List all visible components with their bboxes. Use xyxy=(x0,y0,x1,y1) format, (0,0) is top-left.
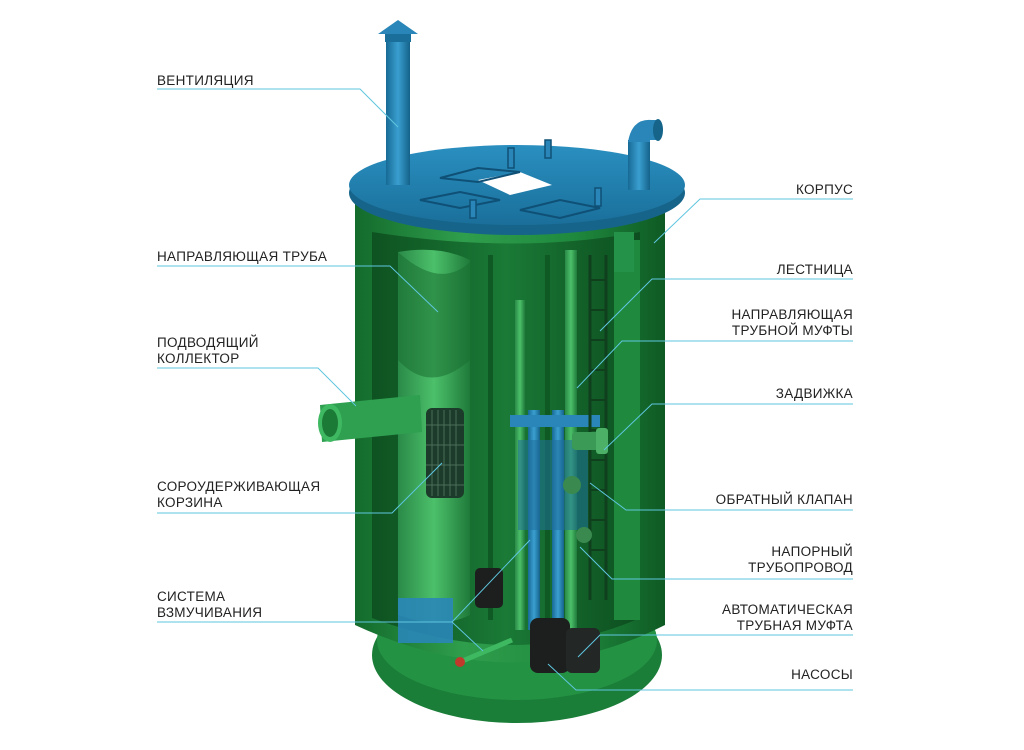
ladder xyxy=(588,255,608,600)
leader-pumps xyxy=(547,663,853,691)
label-housing: КОРПУС xyxy=(796,182,853,198)
label-check-valve-text: ОБРАТНЫЙ КЛАПАН xyxy=(715,492,853,507)
label-coupling-guide: НАПРАВЛЯЮЩАЯ ТРУБНОЙ МУФТЫ xyxy=(731,307,853,339)
label-check-valve: ОБРАТНЫЙ КЛАПАН xyxy=(716,492,853,508)
leader-agitation-2 xyxy=(451,539,531,623)
label-gate-valve-text: ЗАДВИЖКА xyxy=(775,386,853,401)
outlet-elbow xyxy=(628,119,660,142)
leader-pressure-pipe xyxy=(579,546,853,580)
label-guide-pipe: НАПРАВЛЯЮЩАЯ ТРУБА xyxy=(157,249,327,265)
leader-lines xyxy=(157,88,853,691)
guide-rail-2 xyxy=(545,255,550,620)
label-coupling-guide-line1: НАПРАВЛЯЮЩАЯ xyxy=(731,307,853,322)
lid-hatch-frames xyxy=(419,166,601,220)
label-ladder-text: ЛЕСТНИЦА xyxy=(776,262,853,277)
debris-basket xyxy=(426,408,464,498)
leader-check-valve xyxy=(589,482,853,511)
housing-wall-right-inner xyxy=(606,240,614,620)
guide-pipe-opening xyxy=(398,252,470,378)
label-inlet-collector-line2: КОЛЛЕКТОР xyxy=(157,351,240,366)
leader-inlet-collector xyxy=(157,367,357,407)
lid-handles xyxy=(469,139,602,219)
outlet-elbow-mouth xyxy=(653,119,663,141)
label-inlet-collector: ПОДВОДЯЩИЙ КОЛЛЕКТОР xyxy=(157,335,259,367)
label-auto-coupling: АВТОМАТИЧЕСКАЯ ТРУБНАЯ МУФТА xyxy=(722,602,853,634)
label-debris-basket: СОРОУДЕРЖИВАЮЩАЯ КОРЗИНА xyxy=(157,479,320,511)
label-agitation-line1: СИСТЕМА xyxy=(157,589,226,604)
debris-basket-grid xyxy=(426,410,464,496)
vent-pipe xyxy=(386,40,410,185)
agitation-system xyxy=(398,598,513,667)
housing-flange xyxy=(614,232,634,272)
blue-manifold xyxy=(510,415,600,427)
leader-coupling-guide xyxy=(576,340,853,389)
label-auto-coupling-line2: ТРУБНАЯ МУФТА xyxy=(736,618,853,633)
label-debris-basket-line2: КОРЗИНА xyxy=(157,495,223,510)
leader-auto-coupling xyxy=(577,634,853,658)
leader-housing xyxy=(653,198,853,244)
label-ventilation-text: ВЕНТИЛЯЦИЯ xyxy=(157,73,254,88)
leader-gate-valve xyxy=(603,403,853,451)
label-agitation: СИСТЕМА ВЗМУЧИВАНИЯ xyxy=(157,589,262,621)
label-auto-coupling-line1: АВТОМАТИЧЕСКАЯ xyxy=(722,602,853,617)
inlet-collector xyxy=(320,395,422,442)
label-agitation-line2: ВЗМУЧИВАНИЯ xyxy=(157,605,263,620)
label-ladder: ЛЕСТНИЦА xyxy=(777,262,853,278)
outlet-pipe xyxy=(628,140,650,190)
label-pumps: НАСОСЫ xyxy=(791,667,853,683)
label-ventilation: ВЕНТИЛЯЦИЯ xyxy=(157,73,254,89)
label-debris-basket-line1: СОРОУДЕРЖИВАЮЩАЯ xyxy=(157,479,321,494)
label-pressure-pipe-line2: ТРУБОПРОВОД xyxy=(748,560,853,575)
label-guide-pipe-text: НАПРАВЛЯЮЩАЯ ТРУБА xyxy=(157,249,328,264)
leader-ladder xyxy=(599,278,853,332)
vent-cap-base xyxy=(385,34,411,42)
label-coupling-guide-line2: ТРУБНОЙ МУФТЫ xyxy=(731,323,853,338)
check-valve xyxy=(563,476,592,543)
label-pressure-pipe-line1: НАПОРНЫЙ xyxy=(771,544,853,559)
label-gate-valve: ЗАДВИЖКА xyxy=(776,386,853,402)
vent-cap xyxy=(378,20,418,34)
housing-wall-right xyxy=(612,240,640,620)
guide-rail-1 xyxy=(488,255,493,620)
leader-debris-basket xyxy=(157,462,443,514)
pumps xyxy=(475,568,600,673)
inlet-collector-hole xyxy=(322,409,338,437)
label-pressure-pipe: НАПОРНЫЙ ТРУБОПРОВОД xyxy=(748,544,853,576)
leader-guide-pipe xyxy=(157,265,439,313)
gate-valve xyxy=(572,428,608,454)
label-pumps-text: НАСОСЫ xyxy=(791,667,853,682)
leader-ventilation xyxy=(157,88,399,128)
label-inlet-collector-line1: ПОДВОДЯЩИЙ xyxy=(157,335,259,350)
label-housing-text: КОРПУС xyxy=(795,182,853,197)
